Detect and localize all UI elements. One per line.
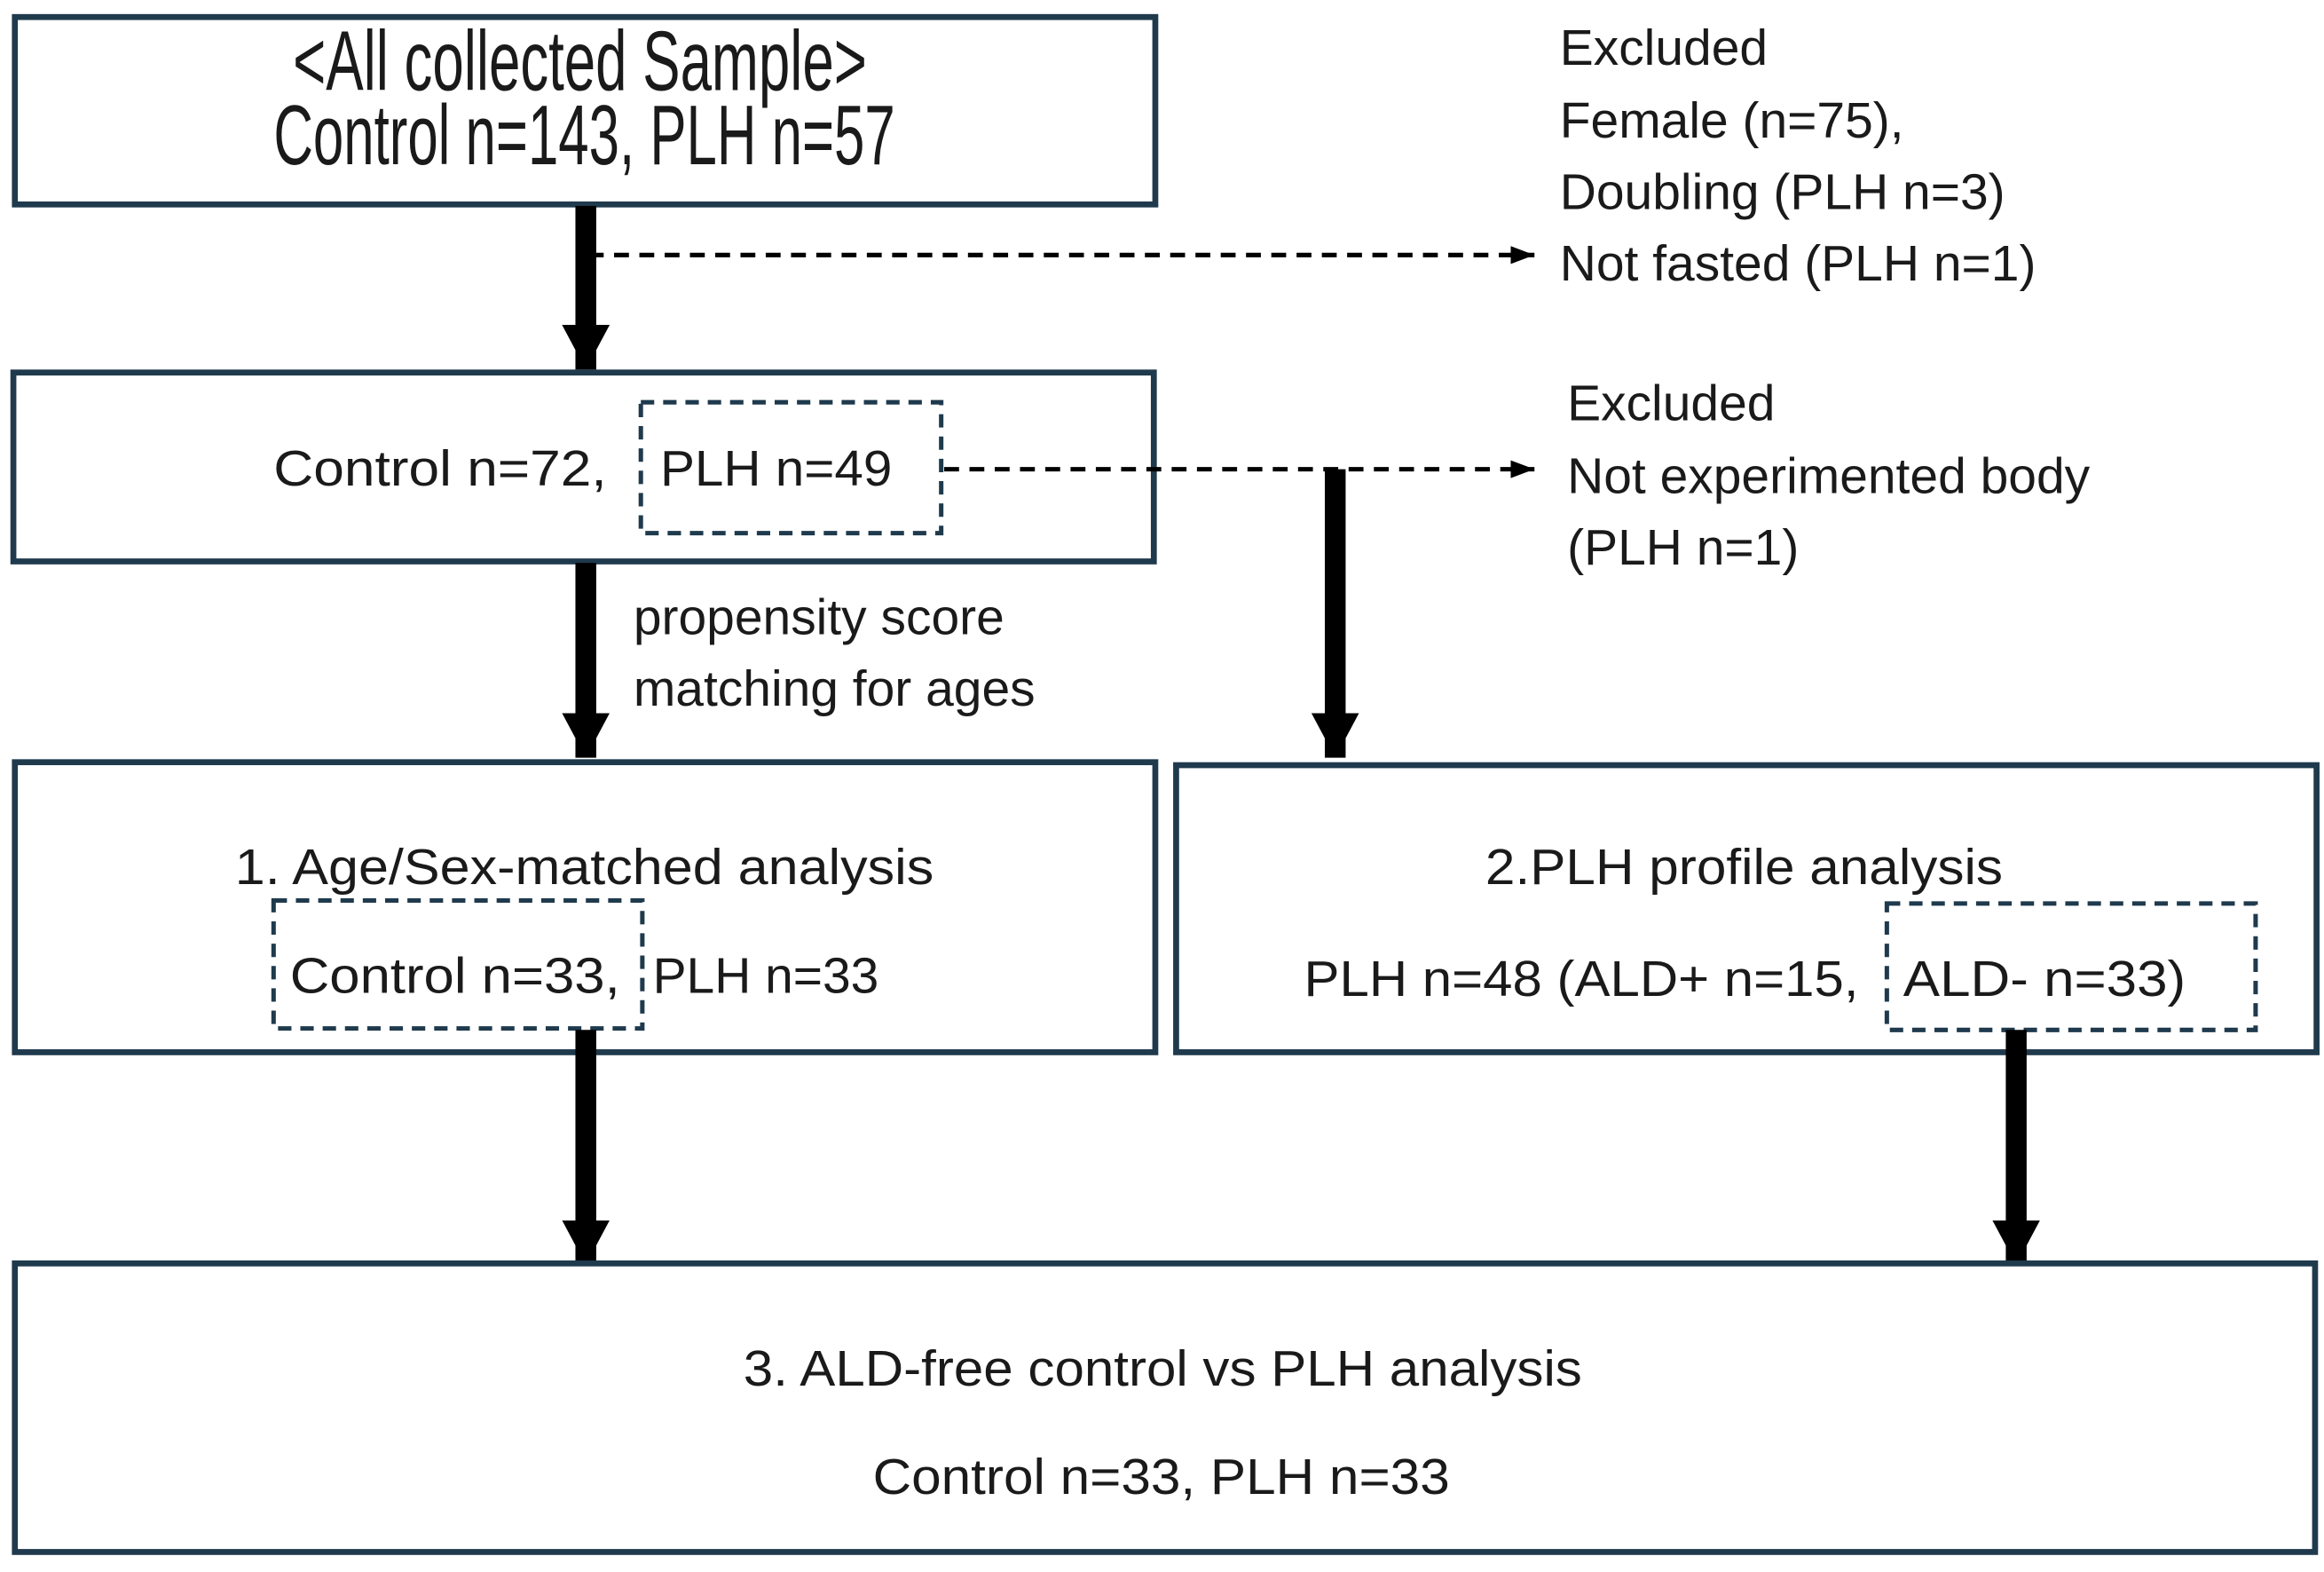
- ald-free-analysis-frame: [12, 1260, 2319, 1555]
- excluded-1-female: Female (n=75),: [1560, 92, 1904, 149]
- excluded-2-heading: Excluded: [1567, 375, 1775, 431]
- ald-free-analysis-title: 3. ALD-free control vs PLH analysis: [744, 1340, 1582, 1397]
- all-collected-sample-frame: [12, 13, 1159, 208]
- excluded-1-heading: Excluded: [1560, 20, 1768, 76]
- age-sex-matched-frame: [12, 759, 1159, 1055]
- excluded-2-count: (PLH n=1): [1567, 519, 1799, 576]
- age-sex-matched-title: 1. Age/Sex-matched analysis: [235, 839, 934, 896]
- propensity-score-line2: matching for ages: [634, 660, 1036, 717]
- plh-profile-title: 2.PLH profile analysis: [1485, 839, 2003, 896]
- excluded-1-list: Excluded Female (n=75), Doubling (PLH n=…: [1560, 20, 2036, 292]
- ald-negative-highlight: [1884, 901, 2258, 1032]
- age-sex-matched-plh: PLH n=33: [653, 947, 879, 1004]
- excluded-2-list: Excluded Not experimented body (PLH n=1): [1567, 375, 2091, 576]
- excluded-1-doubling: Doubling (PLH n=3): [1560, 163, 2005, 220]
- excluded-2-reason: Not experimented body: [1567, 447, 2091, 504]
- filtered-sample-control: Control n=72,: [273, 440, 606, 497]
- propensity-score-line1: propensity score: [634, 589, 1004, 646]
- control-33-highlight: [271, 898, 645, 1031]
- ald-free-analysis-box: 3. ALD-free control vs PLH analysis Cont…: [12, 1260, 2319, 1555]
- propensity-score-note: propensity score matching for ages: [634, 589, 1036, 717]
- age-sex-matched-box: 1. Age/Sex-matched analysis Control n=33…: [12, 759, 1159, 1055]
- plh-profile-box: 2.PLH profile analysis PLH n=48 (ALD+ n=…: [1173, 762, 2320, 1055]
- plh-profile-frame: [1173, 762, 2320, 1055]
- age-sex-matched-control: Control n=33,: [290, 947, 620, 1004]
- all-collected-sample-counts: Control n=143, PLH n=57: [273, 89, 894, 183]
- excluded-1-not-fasted: Not fasted (PLH n=1): [1560, 235, 2036, 292]
- ald-free-analysis-counts: Control n=33, PLH n=33: [873, 1449, 1450, 1505]
- all-collected-sample-title: <All collected Sample>: [293, 14, 867, 108]
- plh-profile-counts: PLH n=48 (ALD+ n=15,: [1304, 951, 1859, 1007]
- all-collected-sample-box: <All collected Sample> Control n=143, PL…: [12, 13, 1159, 208]
- filtered-sample-plh: PLH n=49: [660, 440, 892, 497]
- plh-49-highlight: [638, 399, 944, 536]
- plh-profile-ald-negative: ALD- n=33): [1903, 951, 2186, 1007]
